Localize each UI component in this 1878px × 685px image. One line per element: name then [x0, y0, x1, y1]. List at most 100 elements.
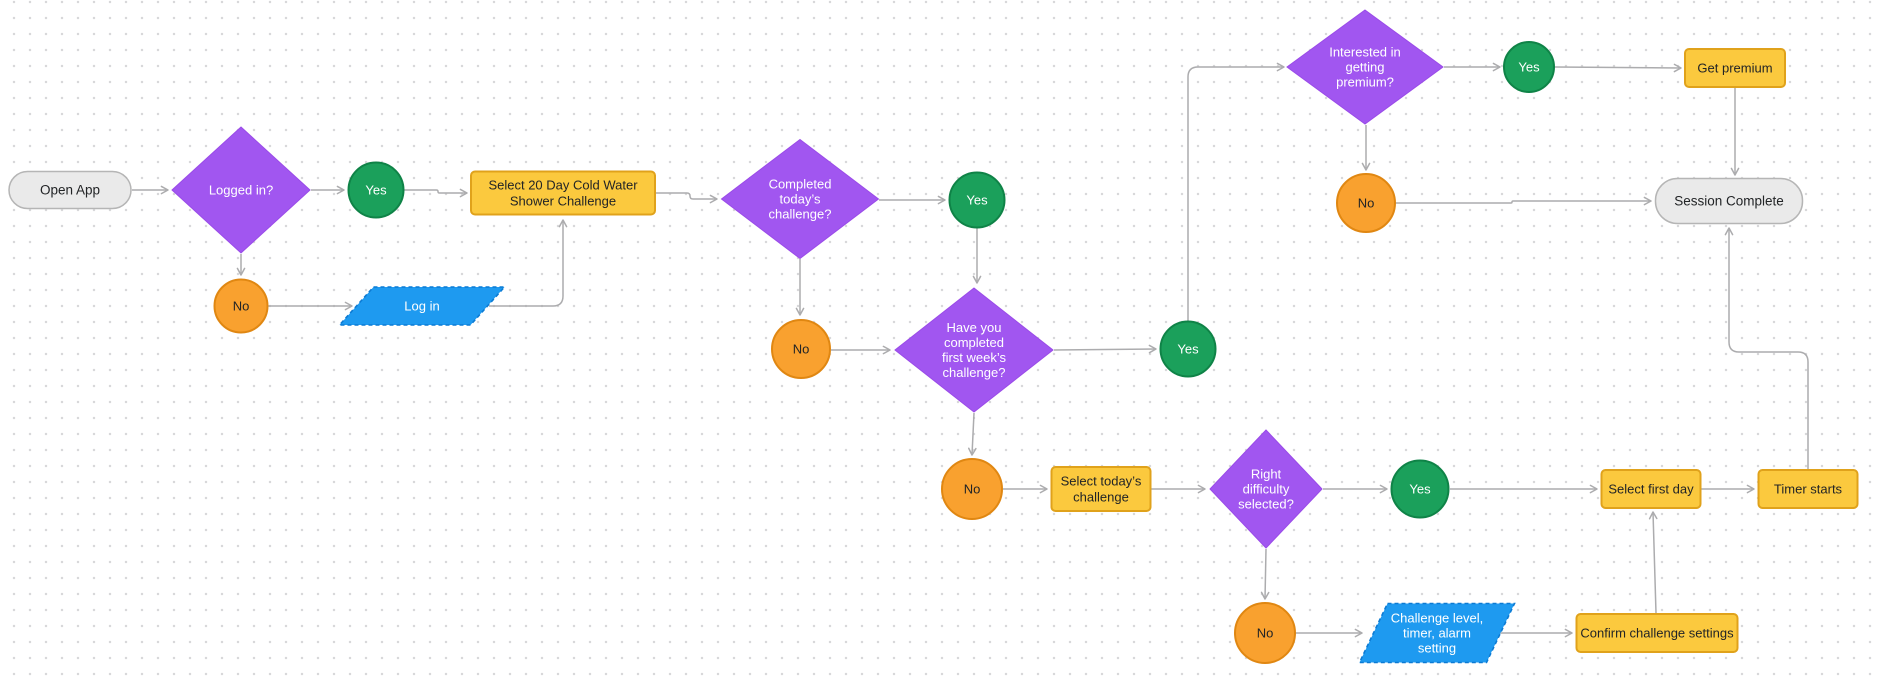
yes-1-shape[interactable] [347, 161, 405, 219]
arrowhead-icon [160, 185, 169, 195]
node-log-in[interactable]: Log in [337, 286, 507, 326]
edge-no-1-to-log-in [268, 301, 353, 311]
no-1-label: No [233, 299, 250, 314]
node-no-1[interactable]: No [213, 278, 269, 334]
node-confirm-settings[interactable]: Confirm challenge settings [1575, 613, 1739, 653]
node-get-premium[interactable]: Get premium [1684, 48, 1786, 88]
select-today-shape[interactable] [1050, 466, 1152, 512]
node-no-5[interactable]: No [1234, 602, 1296, 664]
confirm-settings-shape[interactable] [1575, 613, 1739, 653]
edge-no-4-to-session-complete [1396, 196, 1652, 206]
edge-yes-5-to-select-first-day [1450, 484, 1598, 494]
node-no-3[interactable]: No [941, 458, 1003, 520]
node-yes-3[interactable]: Yes [1159, 320, 1217, 378]
node-no-4[interactable]: No [1336, 173, 1396, 233]
edge-no-3-to-select-today [1003, 484, 1048, 494]
yes-3-shape[interactable] [1159, 320, 1217, 378]
node-timer-starts[interactable]: Timer starts [1757, 469, 1859, 509]
timer-starts-shape[interactable] [1757, 469, 1859, 509]
arrowhead-icon [1361, 162, 1371, 171]
confirm-settings-label: Confirm challenge settings [1580, 626, 1734, 641]
node-yes-2[interactable]: Yes [948, 171, 1006, 229]
select-challenge-shape[interactable] [470, 170, 656, 216]
node-logged-in[interactable]: Logged in? [171, 126, 311, 254]
node-select-first-day[interactable]: Select first day [1600, 469, 1702, 509]
session-complete-shape[interactable] [1654, 177, 1804, 225]
logged-in-label: Logged in? [209, 183, 273, 198]
connector-line [971, 412, 975, 456]
get-premium-shape[interactable] [1684, 48, 1786, 88]
no-4-shape[interactable] [1336, 173, 1396, 233]
arrowhead-icon [336, 185, 345, 195]
select-first-day-shape[interactable] [1600, 469, 1702, 509]
edges-layer [132, 62, 1809, 638]
arrowhead-icon [1746, 484, 1755, 494]
no-1-shape[interactable] [213, 278, 269, 334]
edge-select-challenge-to-completed-today [656, 192, 718, 204]
arrowhead-icon [1148, 344, 1157, 354]
yes-3-label: Yes [1177, 342, 1199, 357]
no-3-shape[interactable] [941, 458, 1003, 520]
completed-today-shape[interactable] [720, 138, 880, 260]
arrowhead-icon [558, 219, 568, 228]
node-yes-4[interactable]: Yes [1503, 41, 1555, 93]
arrowhead-icon [1379, 484, 1388, 494]
connector-line [1187, 66, 1284, 321]
node-yes-5[interactable]: Yes [1390, 459, 1450, 519]
open-app-shape[interactable] [8, 170, 132, 210]
arrowhead-icon [1724, 227, 1734, 236]
edge-completed-today-to-yes-2 [879, 195, 946, 205]
have-you-completed-shape[interactable] [894, 287, 1054, 413]
connector-line [1396, 200, 1651, 204]
edge-no-5-to-challenge-settings-input [1296, 628, 1363, 638]
yes-2-label: Yes [966, 193, 988, 208]
edge-select-first-day-to-timer-starts [1701, 484, 1755, 494]
right-difficulty-shape[interactable] [1209, 429, 1323, 549]
yes-5-shape[interactable] [1390, 459, 1450, 519]
node-open-app[interactable]: Open App [8, 170, 132, 210]
edge-log-in-to-select-challenge [489, 219, 568, 307]
open-app-label: Open App [40, 183, 100, 198]
edge-logged-in-to-yes-1 [311, 185, 345, 195]
edge-yes-4-to-get-premium [1554, 63, 1682, 73]
yes-4-shape[interactable] [1503, 41, 1555, 93]
logged-in-shape[interactable] [171, 126, 311, 254]
node-session-complete[interactable]: Session Complete [1654, 177, 1804, 225]
node-no-2[interactable]: No [771, 319, 831, 379]
connector-line [1728, 228, 1809, 469]
arrowhead-icon [1648, 511, 1658, 520]
yes-2-shape[interactable] [948, 171, 1006, 229]
timer-starts-label: Timer starts [1774, 482, 1843, 497]
no-5-shape[interactable] [1234, 602, 1296, 664]
edge-get-premium-to-session-complete [1730, 88, 1740, 176]
connector-line [489, 220, 564, 307]
edge-no-2-to-have-you-completed [831, 345, 891, 355]
edge-yes-2-to-have-you-completed [972, 228, 982, 284]
edge-right-difficulty-to-no-5 [1260, 548, 1270, 600]
node-yes-1[interactable]: Yes [347, 161, 405, 219]
no-2-shape[interactable] [771, 319, 831, 379]
arrowhead-icon [1589, 484, 1598, 494]
edge-confirm-settings-to-select-first-day [1648, 511, 1658, 614]
no-4-label: No [1358, 196, 1375, 211]
log-in-shape[interactable] [337, 286, 507, 326]
edge-have-you-completed-to-no-3 [967, 412, 977, 456]
challenge-settings-input-shape[interactable] [1358, 602, 1516, 664]
interested-premium-shape[interactable] [1286, 9, 1444, 125]
arrowhead-icon [937, 195, 946, 205]
edge-yes-1-to-select-challenge [404, 188, 468, 198]
edge-challenge-settings-input-to-confirm-settings [1496, 628, 1573, 638]
